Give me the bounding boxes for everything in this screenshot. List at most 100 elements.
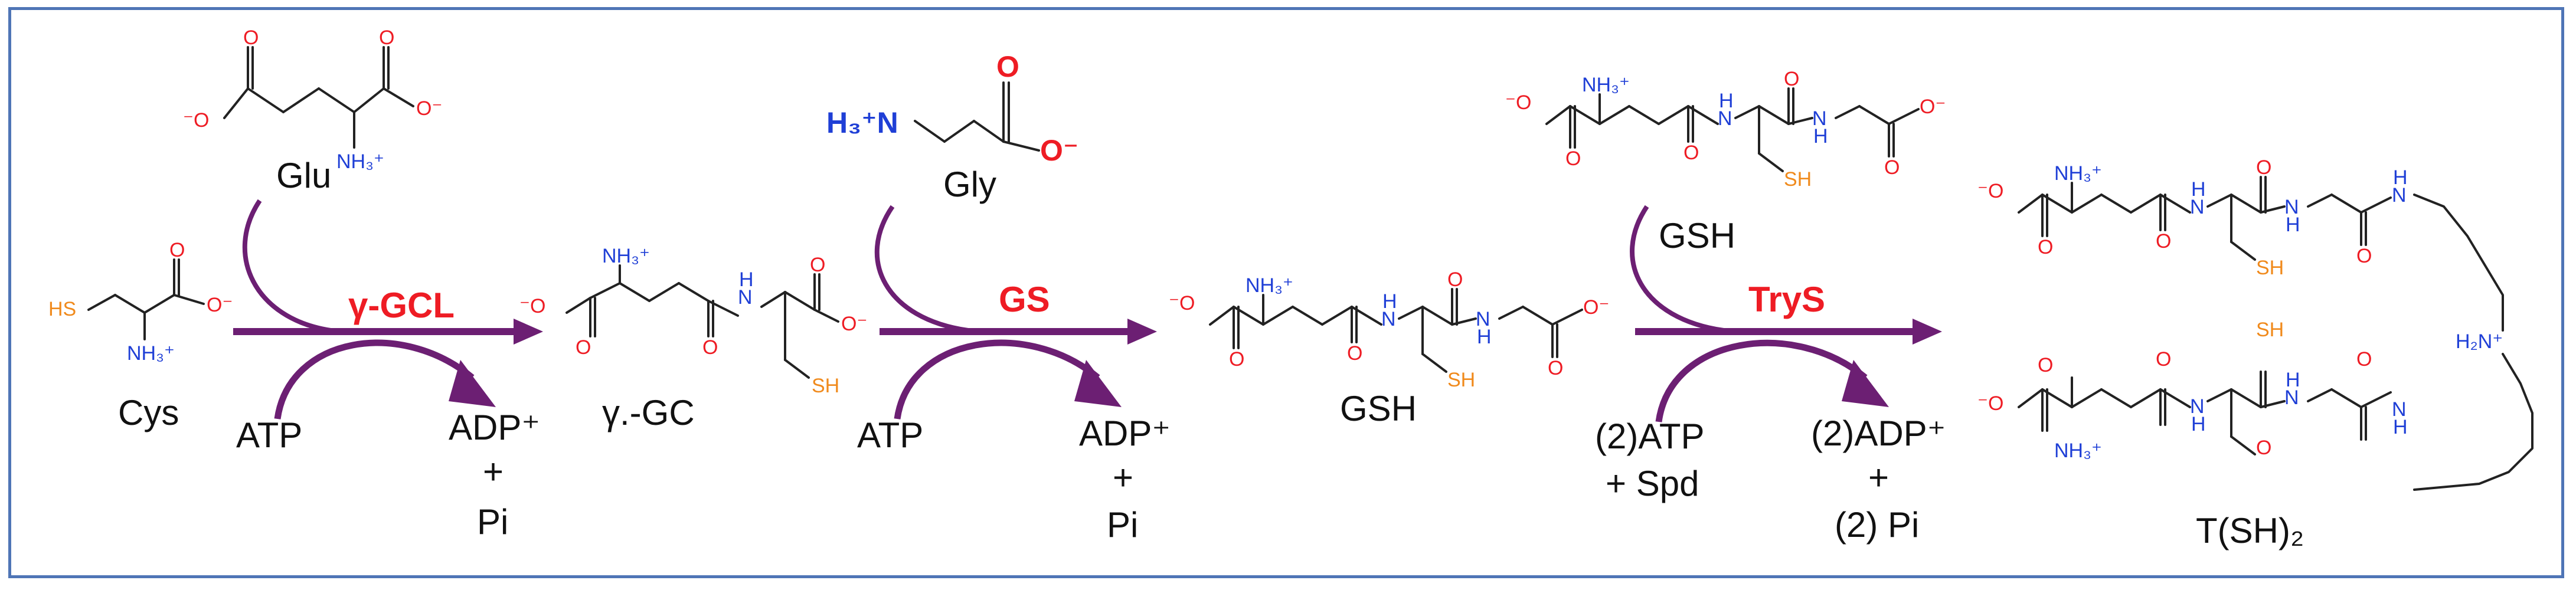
gammagc-o1: O <box>576 336 591 359</box>
substrate-label-gsh: GSH <box>1659 216 1735 255</box>
tsh2-u-nh3: NH₃⁺ <box>2054 162 2102 185</box>
product-label-pi-3: (2) Pi <box>1835 505 1919 545</box>
glu-o-minus-2: O⁻ <box>416 97 442 120</box>
gsh2-o-minus: ⁻O <box>1505 91 1531 114</box>
gly-h3n: H₃⁺N <box>826 106 898 139</box>
tsh2-l-n3: N <box>2392 398 2407 421</box>
step3-arrows <box>1630 205 1942 422</box>
tsh2-u-n3: N <box>2392 184 2407 206</box>
tsh2-l-h2: H <box>2286 369 2300 391</box>
tsh2-l-o-minus: ⁻O <box>1977 392 2003 415</box>
gsh-substrate-structure: ⁻O O NH₃⁺ O N H O N H O O⁻ SH <box>1505 68 1946 191</box>
tsh2-u-o1: O <box>2038 236 2053 258</box>
tsh2-l-h3: H <box>2393 416 2408 438</box>
tsh2-u-n1: N <box>2190 196 2205 218</box>
tsh2-l-n2: N <box>2284 386 2299 409</box>
enzyme-label-trys: TryS <box>1748 280 1825 319</box>
tsh2-h2n: H₂N⁺ <box>2456 330 2503 353</box>
product-label-pi-2: Pi <box>1107 505 1138 545</box>
tsh2-u-n2: N <box>2284 196 2299 218</box>
tsh2-l-n1: N <box>2190 395 2205 418</box>
product-label-pi-1: Pi <box>477 502 508 542</box>
tsh2-u-o3: O <box>2256 156 2271 179</box>
gsh-o-minus: ⁻O <box>1169 292 1195 314</box>
product-plus-2: + <box>1113 458 1133 497</box>
gsh-o4: O <box>1548 357 1563 379</box>
gly-o: O <box>996 50 1019 83</box>
tsh2-upper-gsh: ⁻O O NH₃⁺ O N H O N H O N H SH <box>1977 156 2408 279</box>
gammagc-o2: O <box>702 336 718 359</box>
gsh2-h2: H <box>1813 125 1828 148</box>
gammagc-o-minus: ⁻O <box>519 295 545 317</box>
tsh2-l-o3: O <box>2256 437 2271 459</box>
tsh2-u-o-minus: ⁻O <box>1977 180 2003 202</box>
cofactor-label-atp-1: ATP <box>236 415 302 455</box>
gsh2-n2: N <box>1812 107 1827 130</box>
cys-o: O <box>169 239 185 261</box>
enzyme-label-gcl: γ-GCL <box>348 286 455 325</box>
product-label-adp-3: (2)ADP⁺ <box>1811 414 1946 453</box>
gsh-h1: H <box>1382 290 1397 313</box>
gammagc-nh-h: H <box>739 268 754 291</box>
cys-structure: HS O O⁻ NH₃⁺ <box>48 239 233 365</box>
glu-o2: O <box>379 27 394 49</box>
molecule-label-cys: Cys <box>118 393 179 432</box>
gsh-structure: ⁻O O NH₃⁺ O N H O N H O O⁻ SH <box>1169 268 1609 391</box>
tsh2-l-o2: O <box>2156 348 2171 371</box>
gsh-sh: SH <box>1447 369 1475 391</box>
gsh2-o4: O <box>1884 156 1900 179</box>
tsh2-u-sh: SH <box>2256 257 2284 279</box>
gammagc-nh3: NH₃⁺ <box>602 245 650 267</box>
gsh2-o-minus-2: O⁻ <box>1920 96 1946 118</box>
gsh2-o2: O <box>1683 142 1699 164</box>
cys-hs: HS <box>48 298 76 320</box>
product-label-adp-1: ADP⁺ <box>449 408 540 447</box>
gsh-h2: H <box>1477 326 1492 348</box>
gsh-o1: O <box>1229 348 1244 371</box>
gsh-o2: O <box>1347 342 1362 365</box>
cofactor-label-spd: + Spd <box>1606 464 1699 503</box>
glu-o1: O <box>243 27 259 49</box>
gsh2-o1: O <box>1565 148 1581 170</box>
glu-o-minus: ⁻O <box>183 109 209 132</box>
product-label-adp-2: ADP⁺ <box>1079 414 1171 453</box>
gsh2-o3: O <box>1784 68 1799 90</box>
gsh2-h1: H <box>1719 90 1734 112</box>
gsh-nh3: NH₃⁺ <box>1245 274 1293 297</box>
gly-structure: H₃⁺N O O⁻ <box>826 50 1078 167</box>
tsh2-u-o2: O <box>2156 230 2171 253</box>
tsh2-u-o4: O <box>2356 245 2372 267</box>
tsh2-lower-gsh: ⁻O O NH₃⁺ O N H O N H O N H SH <box>1977 319 2408 462</box>
gammagc-nh-n: N <box>738 286 753 309</box>
molecule-label-tsh2: T(SH)₂ <box>2196 511 2304 550</box>
tsh2-l-sh: SH <box>2256 319 2284 341</box>
gammagc-o3: O <box>810 254 825 276</box>
tsh2-l-h1: H <box>2191 413 2206 435</box>
gly-o-minus: O⁻ <box>1040 134 1078 167</box>
gsh2-nh3: NH₃⁺ <box>1582 74 1630 96</box>
step1-arrows <box>233 199 543 419</box>
gammagc-o-minus-2: O⁻ <box>841 313 867 335</box>
tsh2-l-nh3: NH₃⁺ <box>2054 440 2102 462</box>
tsh2-u-h3: H <box>2393 166 2408 189</box>
molecule-label-gamma-gc: γ.-GC <box>602 393 695 432</box>
substrate-label-glu: Glu <box>276 156 331 195</box>
gammagc-sh: SH <box>812 375 839 397</box>
cys-o-minus: O⁻ <box>207 294 233 316</box>
tsh2-u-h1: H <box>2191 178 2206 201</box>
enzyme-label-gs: GS <box>999 280 1050 319</box>
gamma-gc-structure: ⁻O O NH₃⁺ O N H O O⁻ SH <box>519 245 867 397</box>
cofactor-label-atp-2: ATP <box>857 415 923 455</box>
step2-arrows <box>874 205 1157 419</box>
molecule-label-gsh: GSH <box>1340 389 1417 428</box>
gsh-n1: N <box>1381 308 1396 330</box>
product-plus-3: + <box>1868 458 1889 497</box>
gsh-o3: O <box>1447 268 1463 291</box>
cys-nh3: NH₃⁺ <box>127 342 175 365</box>
spermidine-linker: H₂N⁺ <box>2413 194 2533 491</box>
gsh2-sh: SH <box>1784 168 1812 191</box>
substrate-label-gly: Gly <box>943 165 996 204</box>
tsh2-l-o4: O <box>2356 348 2372 371</box>
tsh2-u-h2: H <box>2286 214 2300 236</box>
